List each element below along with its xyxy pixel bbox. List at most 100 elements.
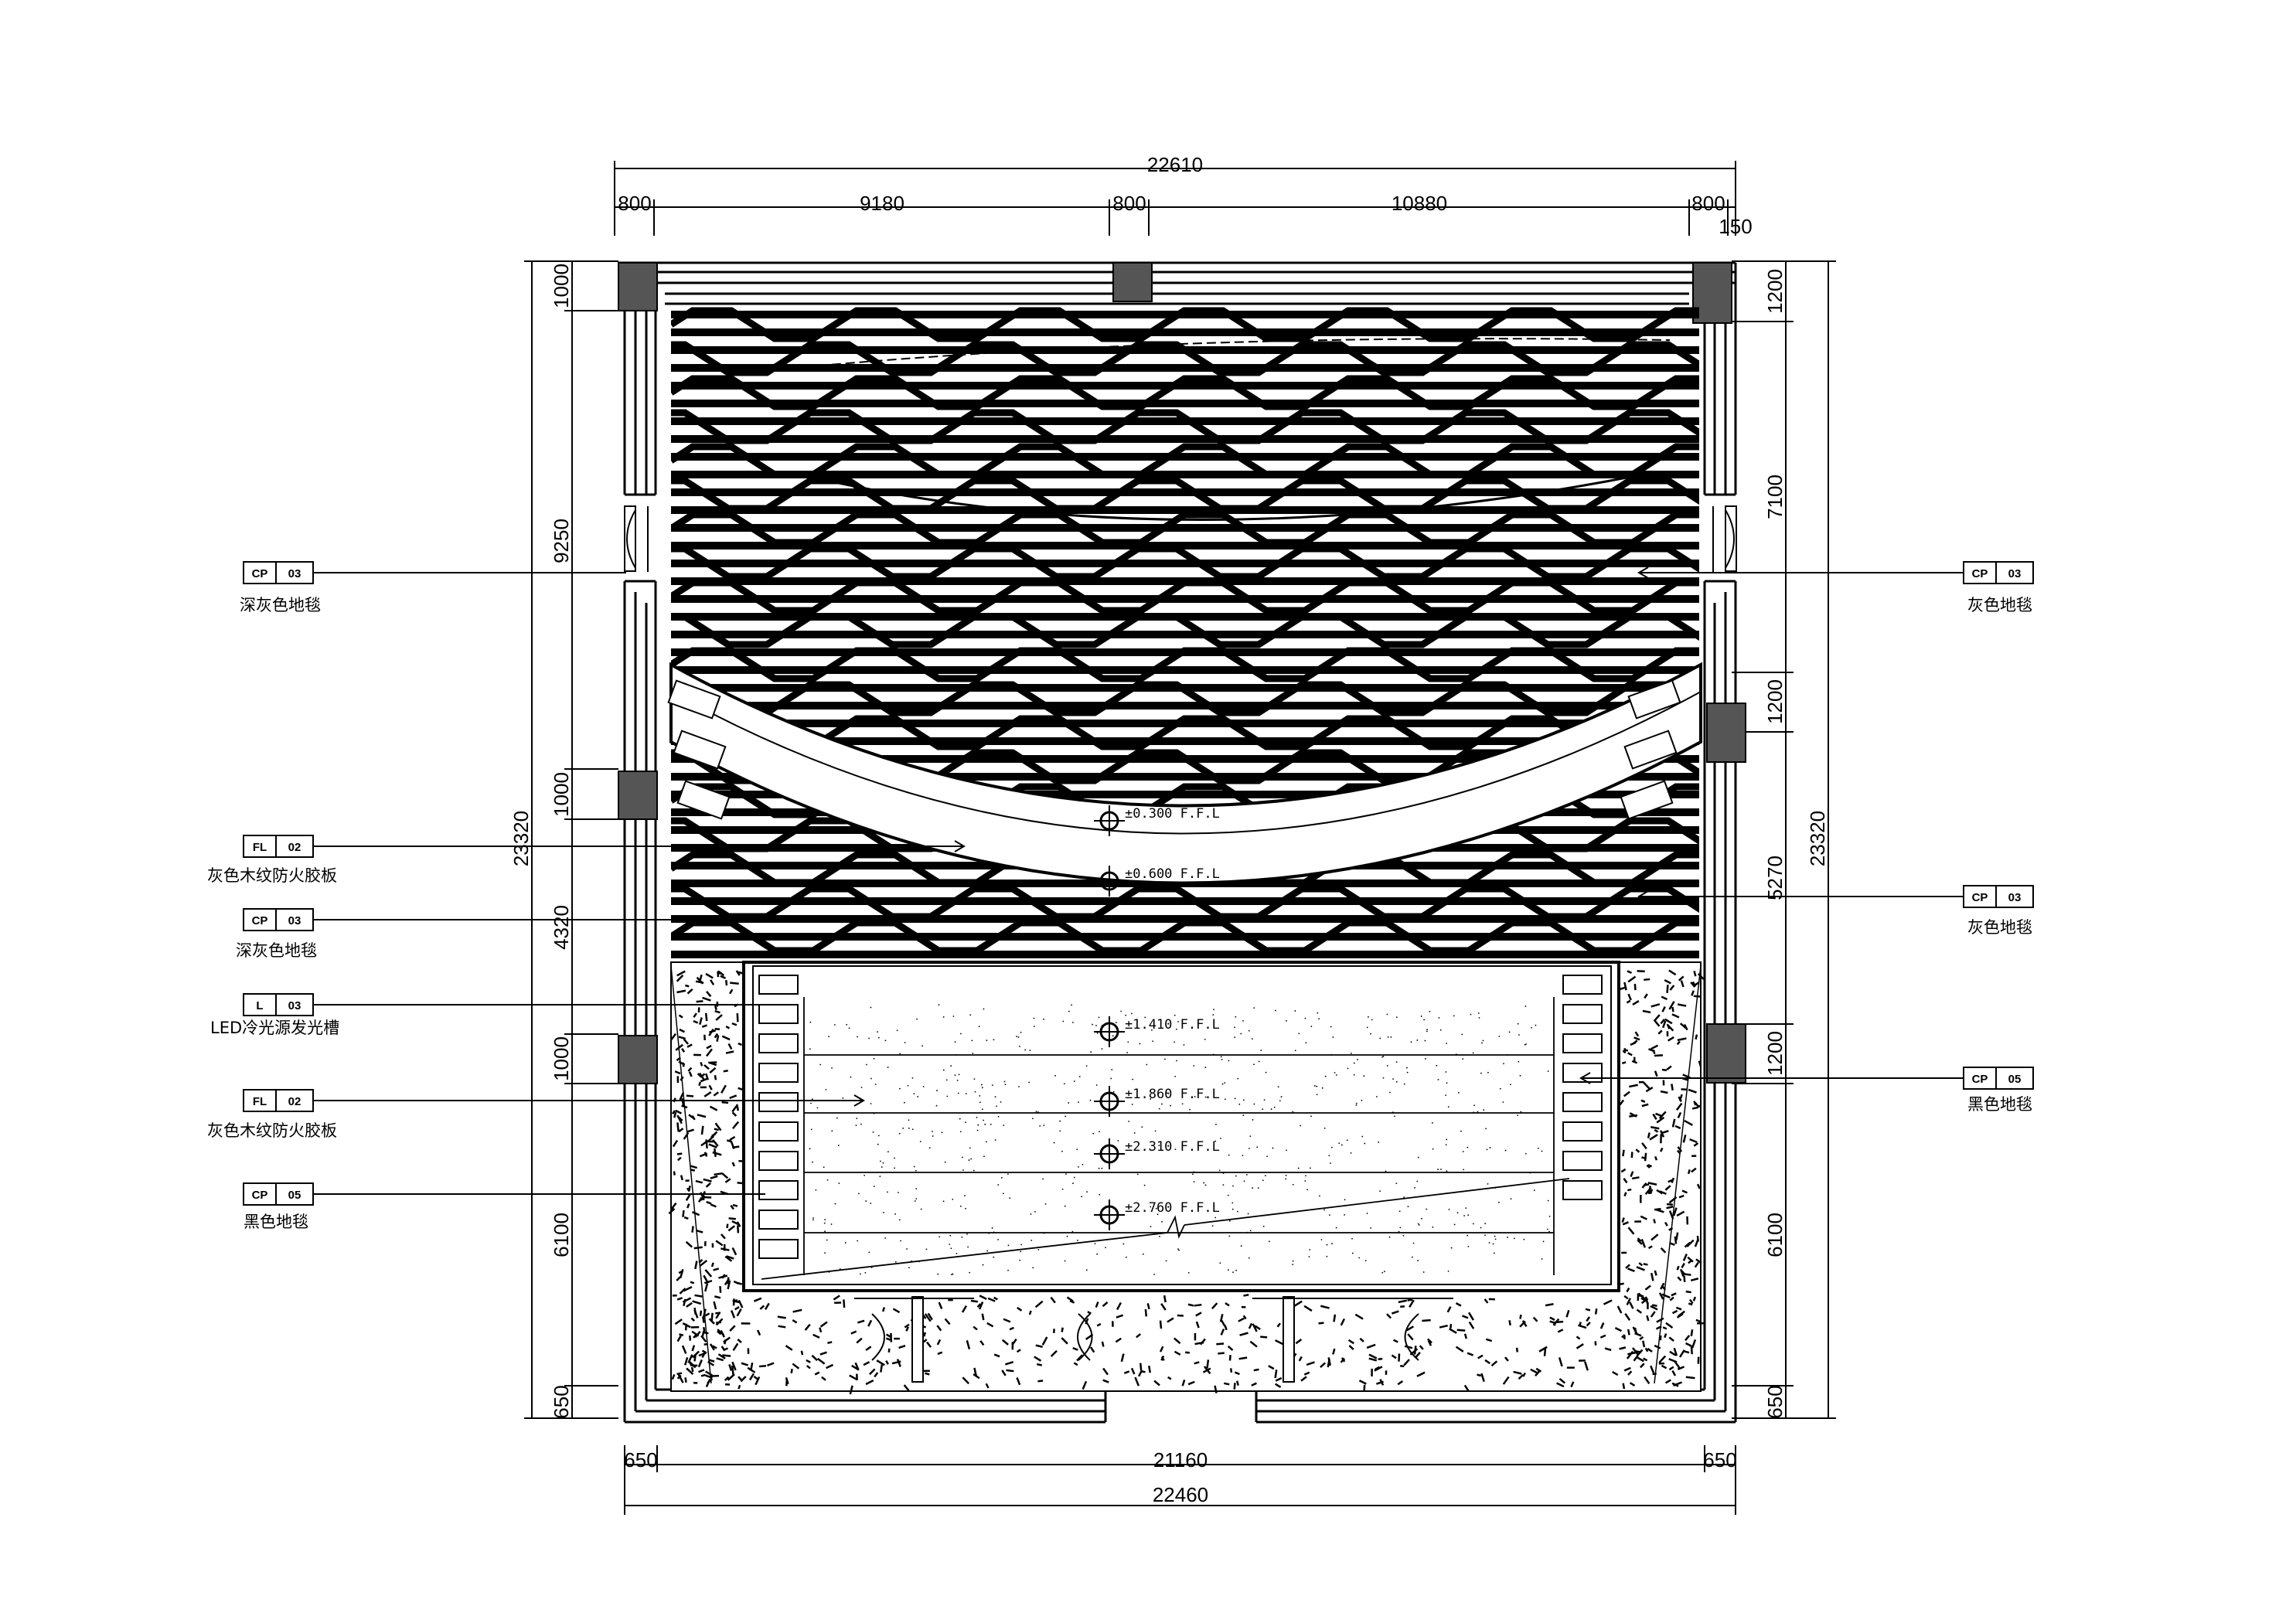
level-value: ±0.600 — [1125, 866, 1172, 882]
carpet-speckle — [1647, 1164, 1653, 1168]
carpet-speckle — [676, 970, 686, 977]
dim-top-part: 800 — [1691, 192, 1725, 215]
stage-dot — [1262, 1179, 1264, 1182]
stage-dot — [1249, 1135, 1252, 1138]
carpet-speckle — [1679, 1268, 1685, 1277]
stage-step — [1562, 1033, 1603, 1053]
stage-dot — [1306, 1189, 1309, 1191]
stage-dot — [1458, 1092, 1460, 1094]
stage-dot — [1101, 1167, 1103, 1169]
carpet-speckle — [785, 1377, 789, 1385]
stage-dot — [1154, 1130, 1157, 1132]
stage-dot — [1035, 1111, 1037, 1113]
carpet-speckle — [1650, 1365, 1655, 1373]
carpet-speckle — [1636, 1308, 1642, 1314]
stage-dot — [973, 1169, 975, 1172]
stage-dot — [1394, 1115, 1395, 1118]
carpet-speckle — [1160, 1303, 1167, 1311]
carpet-speckle — [1159, 1320, 1163, 1329]
stage-dot — [1071, 1004, 1073, 1006]
carpet-speckle — [740, 1376, 747, 1383]
carpet-speckle — [673, 1111, 677, 1118]
stage-dot — [1384, 1271, 1385, 1273]
stage-dot — [1379, 1037, 1381, 1039]
carpet-speckle — [1005, 1360, 1014, 1366]
carpet-speckle — [1643, 1357, 1648, 1362]
level-marker: ±2.310 F.F.L — [1094, 1138, 1220, 1169]
stage-dot — [1517, 1114, 1519, 1117]
carpet-speckle — [1622, 1383, 1626, 1390]
carpet-speckle — [1477, 1354, 1484, 1359]
stage-dot — [1445, 1071, 1447, 1073]
carpet-speckle — [1629, 1382, 1636, 1387]
stage-dot — [1403, 1083, 1405, 1085]
stage-dot — [1280, 1096, 1283, 1097]
stage-dot — [1462, 1151, 1464, 1152]
carpet-speckle — [1662, 1326, 1667, 1330]
carpet-speckle — [756, 1329, 761, 1336]
carpet-speckle — [1340, 1357, 1346, 1363]
carpet-speckle — [1354, 1313, 1364, 1320]
dim-left-labels: 23320 1000 9250 1000 4320 1000 6100 650 — [509, 264, 573, 1419]
callout-number: 05 — [288, 1189, 301, 1202]
carpet-stripe — [671, 933, 1699, 941]
carpet-speckle — [1249, 1340, 1258, 1348]
stage-dot — [1235, 1175, 1237, 1177]
column — [1706, 703, 1746, 763]
carpet-speckle — [1347, 1339, 1354, 1345]
stage-dot — [1370, 1227, 1372, 1229]
carpet-speckle — [1691, 990, 1695, 996]
carpet-speckle — [1674, 1236, 1678, 1244]
stage-dot — [915, 1169, 917, 1172]
stage-dot — [1149, 1148, 1151, 1150]
carpet-speckle — [1016, 1349, 1021, 1353]
stage-dot — [1028, 1081, 1030, 1084]
stage-dot — [960, 1205, 962, 1207]
stage-dot — [1228, 1269, 1229, 1271]
stage-dot — [1203, 1182, 1205, 1184]
stage-dot — [1194, 1096, 1196, 1097]
carpet-stripe — [671, 435, 1699, 443]
stage-dot — [908, 1267, 910, 1268]
stage-dot — [1366, 1026, 1368, 1029]
carpet-speckle — [698, 974, 703, 983]
carpet-speckle — [1678, 1094, 1683, 1101]
carpet-speckle — [1120, 1353, 1125, 1363]
stage-dot — [1161, 1221, 1163, 1223]
carpet-speckle — [1655, 1112, 1662, 1117]
carpet-speckle — [1393, 1339, 1398, 1343]
stage-dot — [1000, 1101, 1002, 1103]
carpet-speckle — [1009, 1326, 1014, 1331]
carpet-speckle — [1671, 1006, 1674, 1012]
stage-dot — [956, 1080, 959, 1081]
carpet-speckle — [1087, 1311, 1092, 1315]
carpet-speckle — [1234, 1371, 1240, 1376]
carpet-speckle — [1680, 980, 1685, 988]
stage-dot — [810, 1128, 812, 1131]
stage-dot — [911, 1077, 914, 1079]
carpet-speckle — [715, 1240, 724, 1247]
stage-dot — [957, 1092, 959, 1094]
carpet-speckle — [778, 1325, 786, 1329]
carpet-speckle — [1549, 1316, 1555, 1322]
stage-dot — [1252, 1187, 1254, 1189]
stage-dot — [1043, 1125, 1045, 1127]
stage-dot — [942, 1069, 945, 1071]
carpet-speckle — [1656, 1209, 1664, 1213]
carpet-speckle — [1671, 1118, 1676, 1128]
carpet-speckle — [1376, 1380, 1384, 1385]
stage-dot — [1242, 1155, 1244, 1157]
carpet-speckle — [806, 1359, 811, 1363]
carpet-speckle — [1194, 1361, 1200, 1365]
carpet-speckle — [1675, 1306, 1682, 1311]
carpet-speckle — [714, 1074, 717, 1080]
carpet-zigzag — [671, 341, 1699, 376]
stage-dot — [1253, 1063, 1255, 1066]
stage-dot — [1193, 1181, 1195, 1183]
stage-dot — [1524, 1152, 1527, 1155]
carpet-speckle — [1214, 1385, 1218, 1393]
stage-dot — [1485, 1128, 1487, 1130]
carpet-speckle — [1627, 1188, 1632, 1192]
carpet-speckle — [1407, 1333, 1414, 1341]
carpet-speckle — [1050, 1349, 1058, 1357]
